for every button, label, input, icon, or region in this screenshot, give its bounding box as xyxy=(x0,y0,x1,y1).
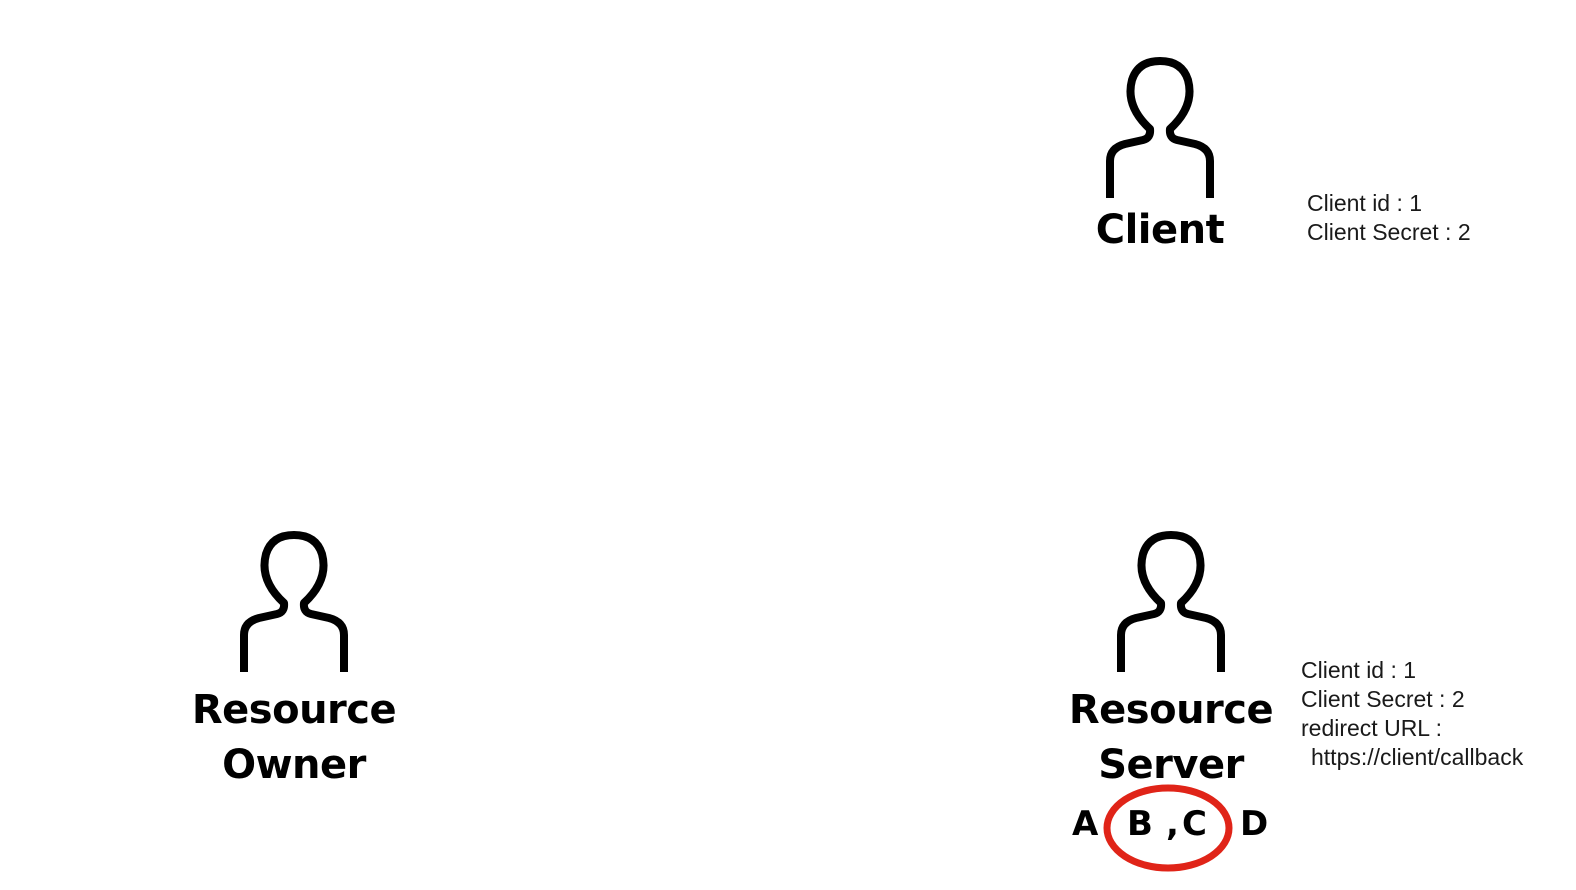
resource-owner-actor: Resource Owner xyxy=(94,530,494,793)
client-id-text: Client id : 1 xyxy=(1307,190,1423,216)
client-label: Client xyxy=(1095,207,1225,253)
redirect-url-value: https://client/callback xyxy=(1311,744,1524,770)
step-a: A xyxy=(1072,804,1099,844)
step-d: D xyxy=(1240,804,1269,844)
resource-server-label: Resource Server xyxy=(1068,687,1274,788)
step-b: B xyxy=(1127,804,1153,844)
person-icon xyxy=(1106,57,1214,198)
resource-owner-label: Resource Owner xyxy=(191,687,397,788)
server-registration-info: Client id : 1 Client Secret : 2 redirect… xyxy=(1301,656,1523,772)
step-separator: , xyxy=(1166,804,1179,844)
person-icon xyxy=(240,531,348,672)
client-actor: Client xyxy=(960,56,1360,258)
step-c: C xyxy=(1182,804,1207,844)
redirect-url-label: redirect URL : xyxy=(1301,715,1443,741)
person-icon xyxy=(1117,531,1225,672)
server-client-id-text: Client id : 1 xyxy=(1301,657,1417,683)
resource-server-actor: Resource Server xyxy=(971,530,1371,793)
flow-steps: A B , C D xyxy=(1068,796,1278,856)
highlight-ring-icon xyxy=(1103,784,1233,872)
server-client-secret-text: Client Secret : 2 xyxy=(1301,686,1465,712)
client-secret-text: Client Secret : 2 xyxy=(1307,219,1471,245)
client-registration-info: Client id : 1 Client Secret : 2 xyxy=(1307,189,1471,247)
